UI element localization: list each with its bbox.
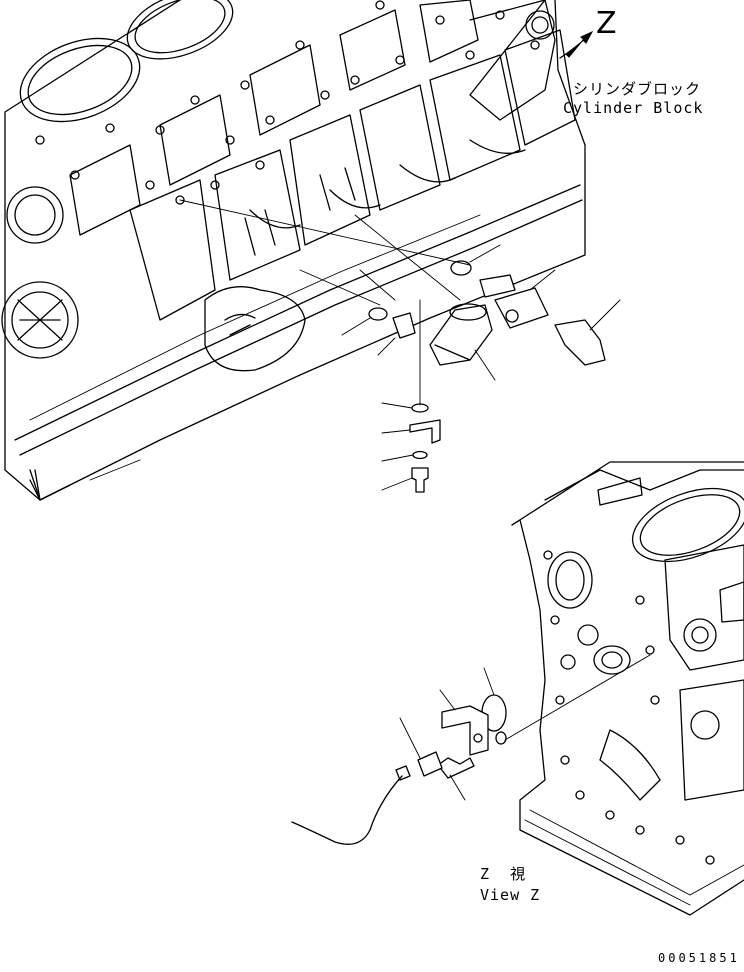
bolt-part [411, 467, 429, 493]
cylinder-block-upper [1, 0, 586, 501]
temperature-sensor [554, 319, 606, 366]
view-marker-letter: Z [596, 6, 617, 41]
sensor-connector [395, 765, 411, 781]
sensor-parts-upper [341, 244, 621, 493]
block-label-japanese: シリンダブロック [573, 80, 701, 98]
speed-sensor [417, 751, 443, 777]
block-label-english: Cylinder Block [563, 99, 703, 117]
washer-part [368, 307, 388, 321]
sensor-parts-view-z [291, 654, 651, 845]
plug-part [392, 312, 416, 339]
view-z-arrow-icon [559, 30, 594, 59]
sensor-cable [291, 775, 403, 845]
mounting-bolt [437, 757, 475, 779]
view-label-english: View Z [480, 886, 540, 904]
document-number: 00051851 [658, 951, 740, 965]
view-label-japanese: Z 視 [480, 865, 526, 883]
adapter-fitting [479, 274, 516, 298]
clamp-bracket [409, 419, 441, 444]
sensor-bracket [441, 705, 489, 756]
cylinder-block-view-z [511, 461, 744, 916]
o-ring-part [450, 260, 472, 276]
